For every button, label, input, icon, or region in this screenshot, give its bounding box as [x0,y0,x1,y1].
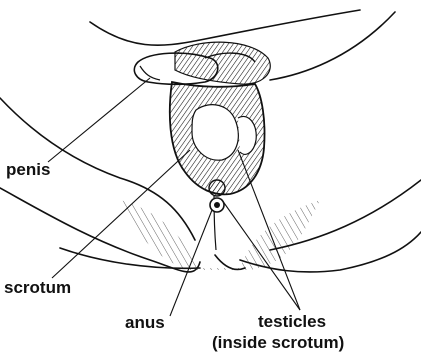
label-testicles: testicles [258,312,326,332]
label-testicles-note: (inside scrotum) [212,333,344,353]
label-scrotum: scrotum [4,278,71,298]
scrotum-shape [170,82,265,194]
penis-leader [48,78,150,162]
anus-shape [209,180,225,212]
label-anus: anus [125,313,165,333]
label-penis: penis [6,160,50,180]
